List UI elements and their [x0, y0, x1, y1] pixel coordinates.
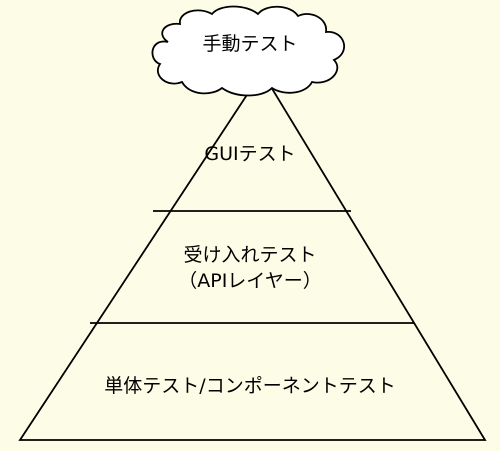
manual-test-label: 手動テスト: [202, 33, 298, 55]
pyramid-outline: [18, 70, 487, 441]
unit-component-test-label: 単体テスト/コンポーネントテスト: [104, 375, 396, 397]
api-layer-label: （APIレイヤー）: [178, 270, 322, 292]
gui-test-label: GUIテスト: [204, 143, 296, 165]
cloud-shape: [151, 5, 346, 97]
acceptance-test-label: 受け入れテスト: [183, 244, 317, 266]
